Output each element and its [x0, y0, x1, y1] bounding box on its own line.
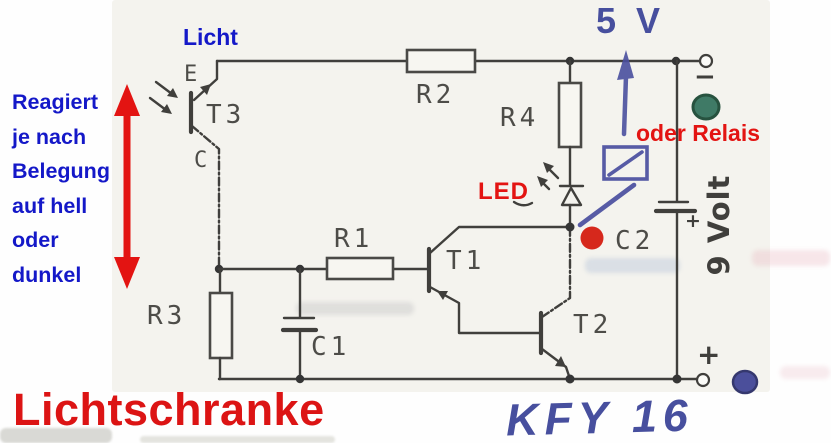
- label-r2: R2: [416, 80, 456, 110]
- label-t3: T3: [206, 100, 246, 130]
- resistor-r4-symbol: [557, 56, 583, 188]
- led-emission-arrows-icon: [537, 162, 560, 191]
- bottom-terminal-plus-sign: +: [697, 338, 721, 371]
- led-symbol: [512, 162, 585, 232]
- bottom-rail-wire: [217, 372, 711, 388]
- label-t3-collector: C: [194, 148, 208, 173]
- scan-ghosting-smudge: [296, 302, 414, 315]
- licht-label: Licht: [183, 24, 238, 50]
- part-number-kfy16: KFY 16: [505, 389, 695, 443]
- resistor-r2-symbol: [405, 48, 477, 74]
- bottom-terminal-circle: [695, 372, 711, 388]
- label-c2: C2: [615, 226, 655, 256]
- capacitor-c2-symbol: [653, 56, 698, 381]
- reaction-note-line: Belegung: [12, 159, 110, 183]
- top-terminal-minus-sign: −: [694, 62, 716, 92]
- battery-9volt-label: 9 Volt: [702, 174, 736, 276]
- scan-artifact: [0, 428, 112, 443]
- label-r1: R1: [334, 224, 374, 254]
- phototransistor-t3-symbol: [148, 59, 221, 271]
- supply-5v-marker-arrow: [617, 50, 634, 137]
- oder-relais-label: oder Relais: [636, 120, 760, 146]
- page-title: Lichtschranke: [13, 384, 325, 435]
- label-c1: C1: [311, 332, 351, 362]
- reaction-note-line: oder: [12, 228, 59, 252]
- blue-ground-dot: [731, 369, 759, 395]
- incident-light-arrows-icon: [148, 80, 178, 114]
- reaction-note-line: auf hell: [12, 193, 88, 218]
- transistor-t1-symbol: [426, 225, 572, 335]
- red-double-arrow: [114, 84, 140, 289]
- top-terminal-circle: [698, 53, 714, 69]
- reaction-note-line: Reagiert: [12, 90, 99, 114]
- label-r3: R3: [147, 301, 187, 331]
- scan-ghosting-smudge: [780, 366, 830, 379]
- green-power-dot: [691, 93, 721, 121]
- reaction-note-line: je nach: [12, 124, 87, 149]
- c2-plus-sign: +: [685, 210, 701, 232]
- relay-symbol-marker: [577, 145, 649, 228]
- resistor-r1-symbol: [325, 256, 395, 281]
- base-wire: [214, 264, 429, 274]
- reaction-note-line: dunkel: [12, 262, 82, 287]
- transistor-t2-symbol: [538, 228, 572, 381]
- resistor-r3-symbol: [208, 267, 234, 381]
- led-red-dot: [580, 226, 604, 250]
- label-t3-emitter: E: [184, 62, 198, 87]
- label-t1: T1: [446, 246, 486, 276]
- reaction-note: Reagiert je nach Belegung auf hell oder …: [12, 85, 110, 292]
- scan-ghosting-smudge: [585, 258, 680, 273]
- scan-artifact: [140, 436, 335, 443]
- label-r4: R4: [500, 103, 540, 133]
- led-label: LED: [478, 178, 529, 205]
- capacitor-c1-symbol: [280, 267, 319, 381]
- label-t2: T2: [573, 310, 613, 340]
- supply-5v-label: 5 V: [596, 0, 666, 41]
- stray-pen-mark: [512, 200, 534, 207]
- scan-ghosting-smudge: [752, 250, 830, 266]
